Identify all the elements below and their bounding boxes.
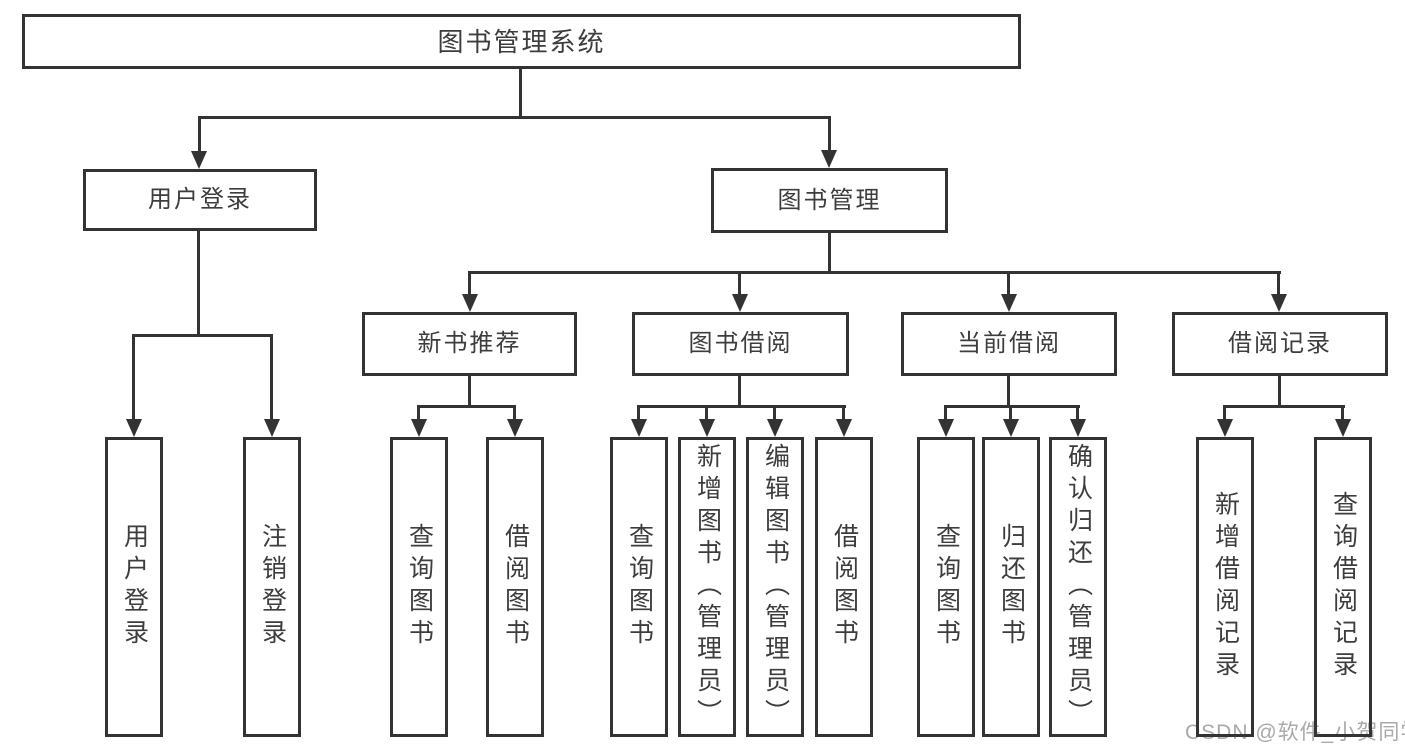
connector-book-management-stem bbox=[828, 233, 831, 274]
connector-group-stem bbox=[1007, 376, 1010, 408]
leaf-borrow-query-book: 查询图书 bbox=[610, 437, 668, 737]
connector-group-bus bbox=[1223, 405, 1345, 408]
arrow-down-icon bbox=[732, 294, 748, 312]
connector-to-leaf bbox=[1223, 405, 1226, 421]
connector-to-leaf bbox=[1341, 405, 1344, 421]
csdn-watermark: CSDN @软件_小贺同学 bbox=[1185, 721, 1405, 744]
arrow-down-icon bbox=[1001, 294, 1017, 312]
connector-group-stem bbox=[738, 376, 741, 408]
node-user-login: 用户登录 bbox=[83, 169, 317, 231]
connector-to-leaf bbox=[637, 405, 640, 421]
arrow-down-icon bbox=[126, 419, 142, 437]
connector-to-leaf bbox=[773, 405, 776, 421]
connector-to-leaf bbox=[944, 405, 947, 421]
node-borrow-record: 借阅记录 bbox=[1172, 312, 1388, 376]
arrow-down-icon bbox=[264, 419, 280, 437]
connector-to-leaf bbox=[132, 334, 135, 420]
leaf-recommend-query-book: 查询图书 bbox=[390, 437, 448, 737]
connector-group-stem bbox=[468, 376, 471, 408]
arrow-down-icon bbox=[1070, 419, 1086, 437]
node-new-book-recommend: 新书推荐 bbox=[362, 312, 577, 376]
arrow-down-icon bbox=[191, 151, 207, 169]
leaf-record-add: 新增借阅记录 bbox=[1196, 437, 1254, 737]
leaf-user-login: 用户登录 bbox=[105, 437, 163, 737]
arrow-down-icon bbox=[836, 419, 852, 437]
leaf-current-return-book: 归还图书 bbox=[982, 437, 1040, 737]
arrow-down-icon bbox=[507, 419, 523, 437]
arrow-down-icon bbox=[1335, 419, 1351, 437]
node-root: 图书管理系统 bbox=[22, 14, 1021, 69]
connector-to-leaf bbox=[1076, 405, 1079, 421]
connector-to-book-management bbox=[828, 116, 831, 151]
node-book-borrow: 图书借阅 bbox=[632, 312, 849, 376]
arrow-down-icon bbox=[1217, 419, 1233, 437]
connector-to-group bbox=[1007, 271, 1010, 295]
connector-to-user-login bbox=[198, 116, 201, 152]
arrow-down-icon bbox=[767, 419, 783, 437]
connector-to-group bbox=[1277, 271, 1280, 295]
connector-to-leaf bbox=[705, 405, 708, 421]
arrow-down-icon bbox=[938, 419, 954, 437]
arrow-down-icon bbox=[1003, 419, 1019, 437]
leaf-borrow-add-book-admin: 新增图书（管理员） bbox=[678, 437, 736, 737]
connector-user-login-stem bbox=[197, 231, 200, 337]
connector-to-leaf bbox=[513, 405, 516, 421]
connector-level2-bus bbox=[198, 116, 831, 119]
arrow-down-icon bbox=[699, 419, 715, 437]
arrow-down-icon bbox=[631, 419, 647, 437]
connector-to-leaf bbox=[842, 405, 845, 421]
connector-to-leaf bbox=[417, 405, 420, 421]
arrow-down-icon bbox=[1271, 294, 1287, 312]
leaf-recommend-borrow-book: 借阅图书 bbox=[486, 437, 544, 737]
connector-group-bus bbox=[637, 405, 846, 408]
leaf-current-confirm-return-admin: 确认归还（管理员） bbox=[1049, 437, 1107, 737]
leaf-record-query: 查询借阅记录 bbox=[1314, 437, 1372, 737]
connector-level3-bus bbox=[468, 271, 1281, 274]
connector-to-leaf bbox=[1009, 405, 1012, 421]
leaf-logout: 注销登录 bbox=[243, 437, 301, 737]
connector-root-stem bbox=[519, 68, 522, 118]
leaf-borrow-borrow-book: 借阅图书 bbox=[815, 437, 873, 737]
node-book-management: 图书管理 bbox=[711, 168, 948, 233]
leaf-borrow-edit-book-admin: 编辑图书（管理员） bbox=[746, 437, 804, 737]
leaf-current-query-book: 查询图书 bbox=[917, 437, 975, 737]
connector-group-stem bbox=[1278, 376, 1281, 408]
arrow-down-icon bbox=[411, 419, 427, 437]
node-current-borrow: 当前借阅 bbox=[901, 312, 1117, 376]
arrow-down-icon bbox=[821, 150, 837, 168]
connector-to-group bbox=[738, 271, 741, 295]
connector-user-login-bus bbox=[132, 334, 273, 337]
connector-group-bus bbox=[944, 405, 1080, 408]
arrow-down-icon bbox=[462, 294, 478, 312]
connector-to-group bbox=[468, 271, 471, 295]
connector-group-bus bbox=[417, 405, 516, 408]
connector-to-leaf bbox=[270, 334, 273, 420]
